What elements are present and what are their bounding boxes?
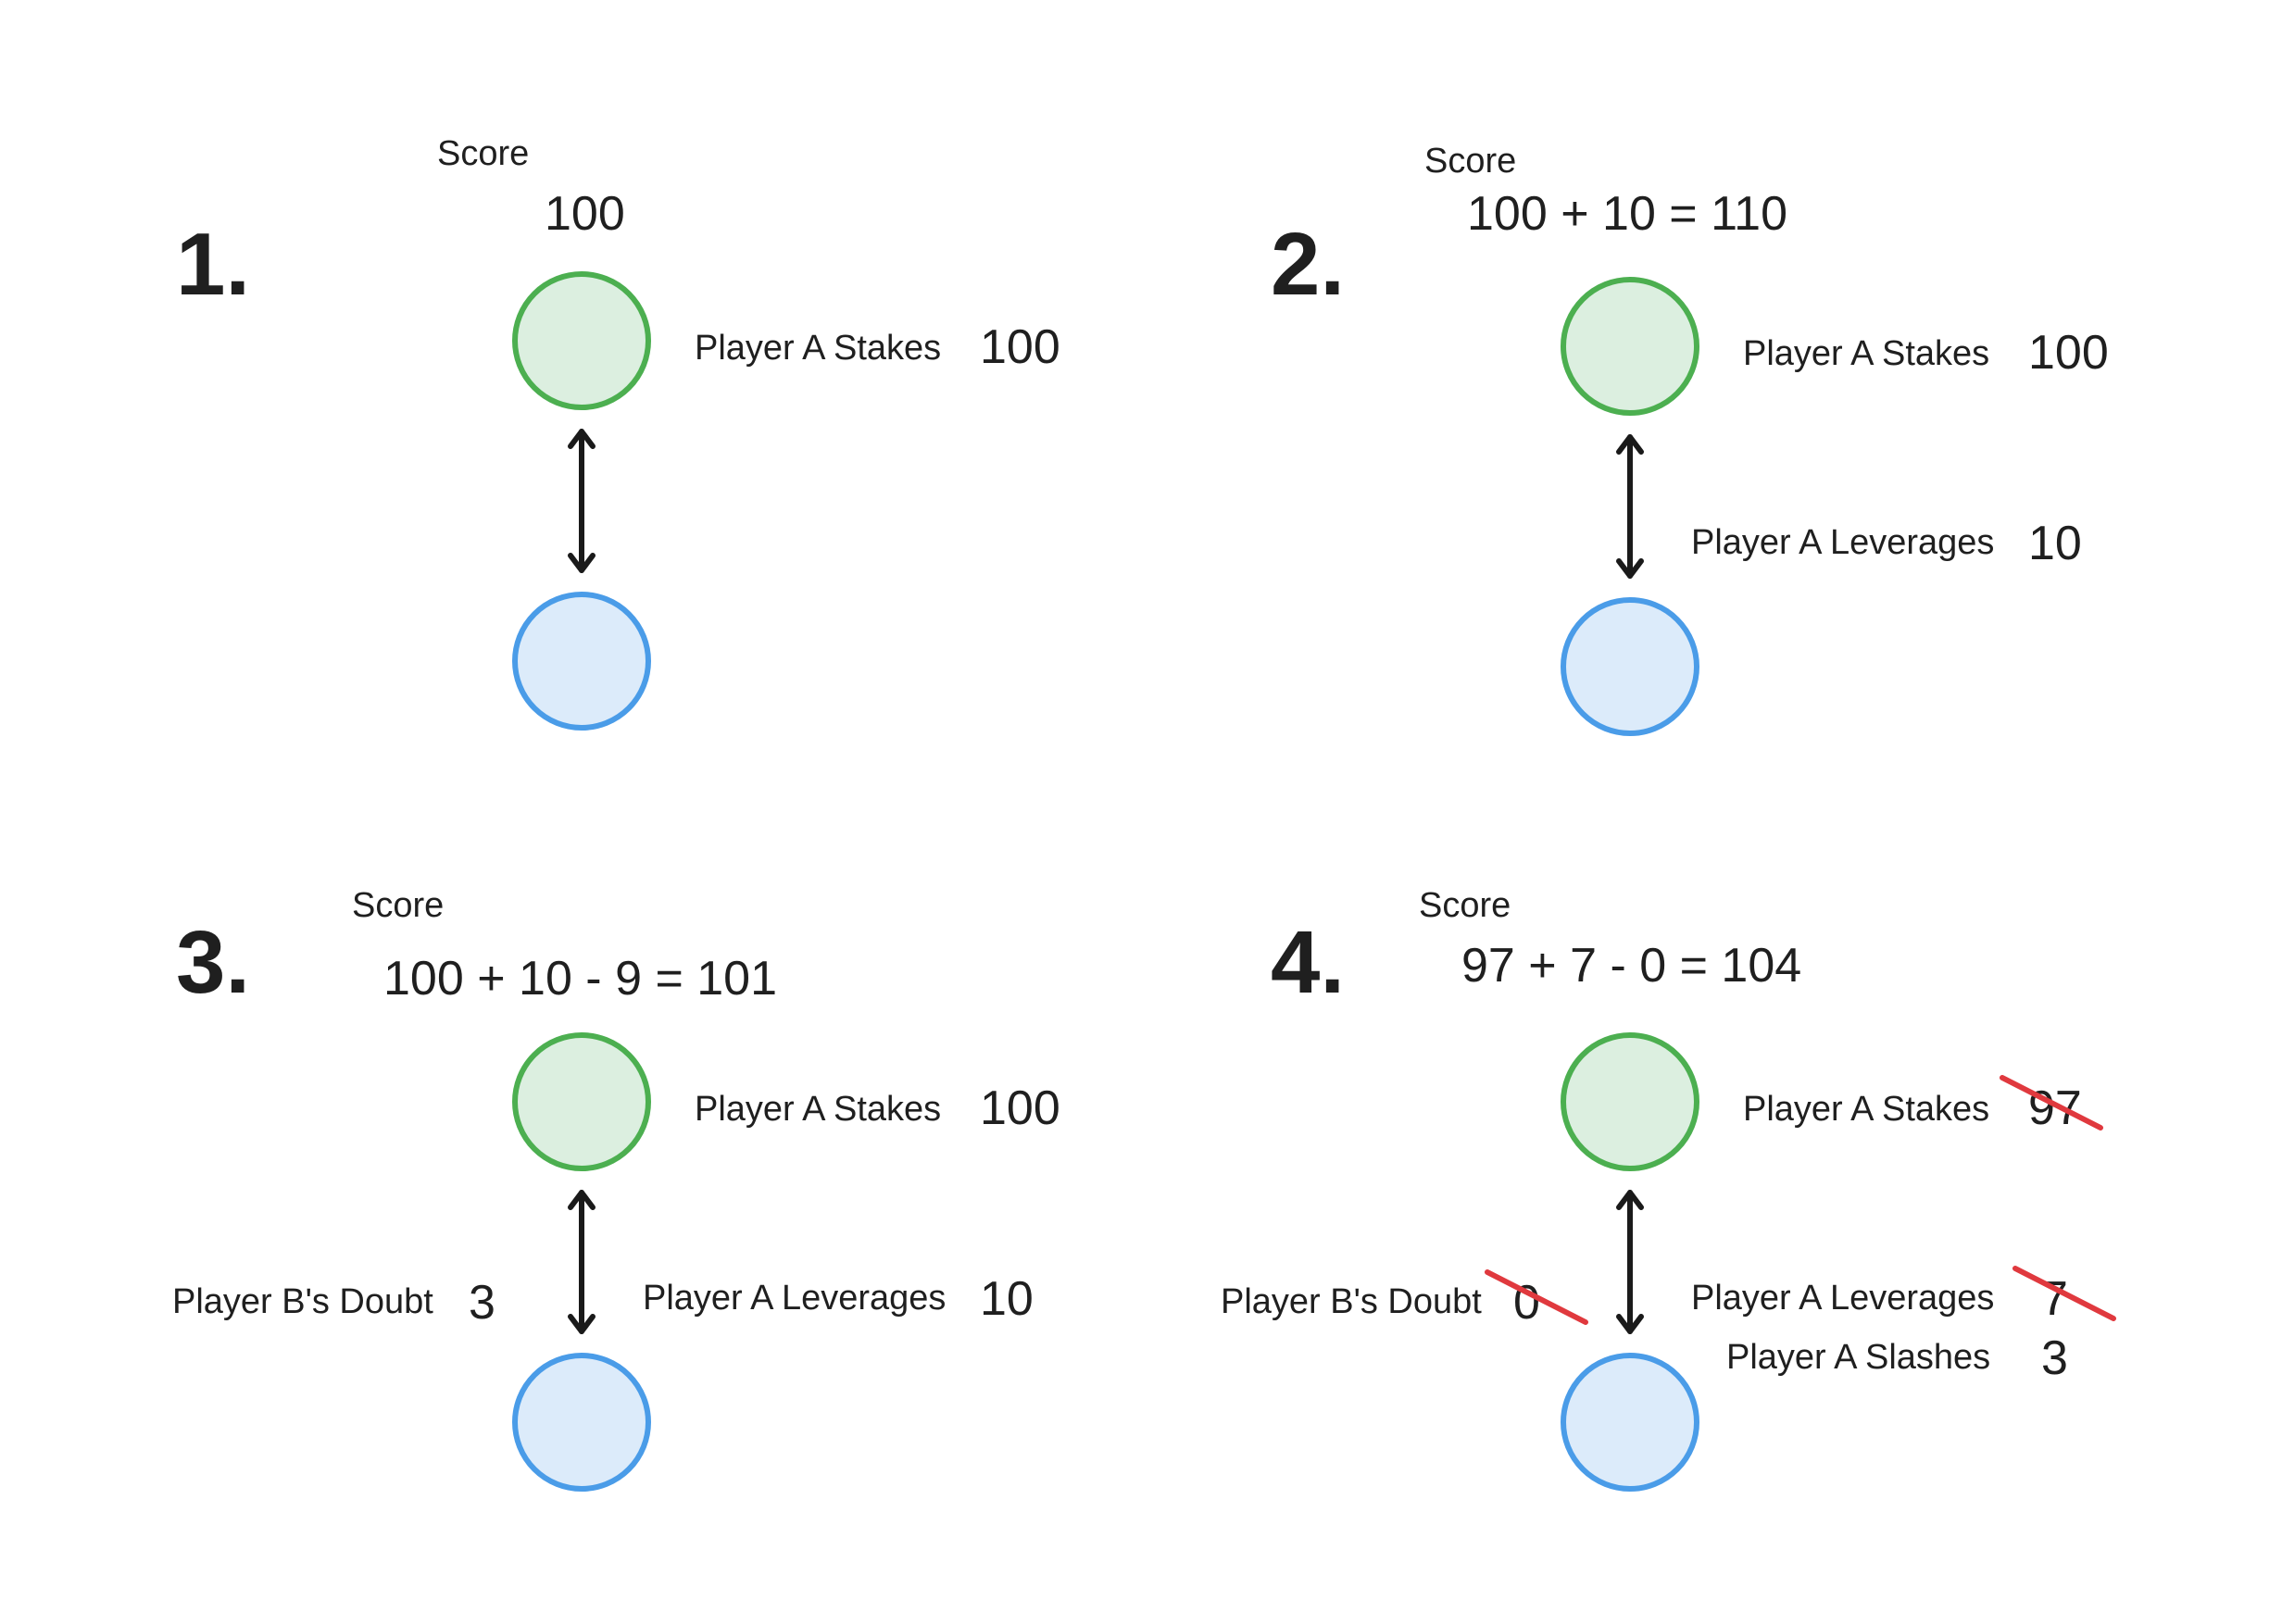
player-b-node [512, 1353, 651, 1492]
player-a-node [1561, 1032, 1699, 1171]
score-expression: 100 + 10 - 9 = 101 [383, 952, 777, 1006]
player-a-node [1561, 277, 1699, 416]
score-label: Score [437, 134, 529, 173]
stakes-strike [2000, 1075, 2103, 1131]
score-label: Score [1419, 886, 1511, 925]
score-expression: 97 + 7 - 0 = 104 [1461, 939, 1801, 993]
stakes-label: Player A Stakes [695, 1090, 941, 1129]
leverage-value: 7 [2041, 1272, 2068, 1326]
score-expression: 100 [545, 187, 625, 241]
slash-label: Player A Slashes [1726, 1338, 1990, 1377]
step-number: 2. [1271, 215, 1345, 314]
player-b-node [1561, 597, 1699, 736]
leverage-label: Player A Leverages [1691, 523, 1994, 562]
doubt-value: 0 [1513, 1276, 1540, 1330]
leverage-value: 10 [980, 1272, 1034, 1326]
doubt-label: Player B's Doubt [1221, 1282, 1482, 1321]
score-label: Score [1424, 142, 1516, 181]
stakes-label: Player A Stakes [1743, 1090, 1989, 1129]
step-number: 3. [176, 913, 250, 1012]
stakes-value: 97 [2028, 1081, 2082, 1135]
stakes-value: 100 [980, 1081, 1060, 1135]
double-arrow-icon [1616, 434, 1644, 579]
stakes-label: Player A Stakes [1743, 334, 1989, 373]
double-arrow-icon [1616, 1190, 1644, 1334]
double-arrow-icon [568, 429, 596, 573]
player-a-node [512, 271, 651, 410]
double-arrow-icon [568, 1190, 596, 1334]
stakes-value: 100 [980, 320, 1060, 374]
score-expression: 100 + 10 = 110 [1467, 187, 1787, 241]
leverage-value: 10 [2028, 517, 2082, 570]
step-number: 1. [176, 215, 250, 314]
score-label: Score [352, 886, 444, 925]
stakes-value: 100 [2028, 326, 2109, 380]
leverage-strike [2012, 1266, 2116, 1321]
player-b-node [512, 592, 651, 731]
doubt-strike [1485, 1269, 1588, 1325]
leverage-label: Player A Leverages [643, 1279, 946, 1318]
slash-value: 3 [2041, 1331, 2068, 1385]
stakes-label: Player A Stakes [695, 329, 941, 368]
player-a-node [512, 1032, 651, 1171]
doubt-value: 3 [469, 1276, 495, 1330]
player-b-node [1561, 1353, 1699, 1492]
doubt-label: Player B's Doubt [172, 1282, 433, 1321]
step-number: 4. [1271, 913, 1345, 1012]
leverage-label: Player A Leverages [1691, 1279, 1994, 1318]
